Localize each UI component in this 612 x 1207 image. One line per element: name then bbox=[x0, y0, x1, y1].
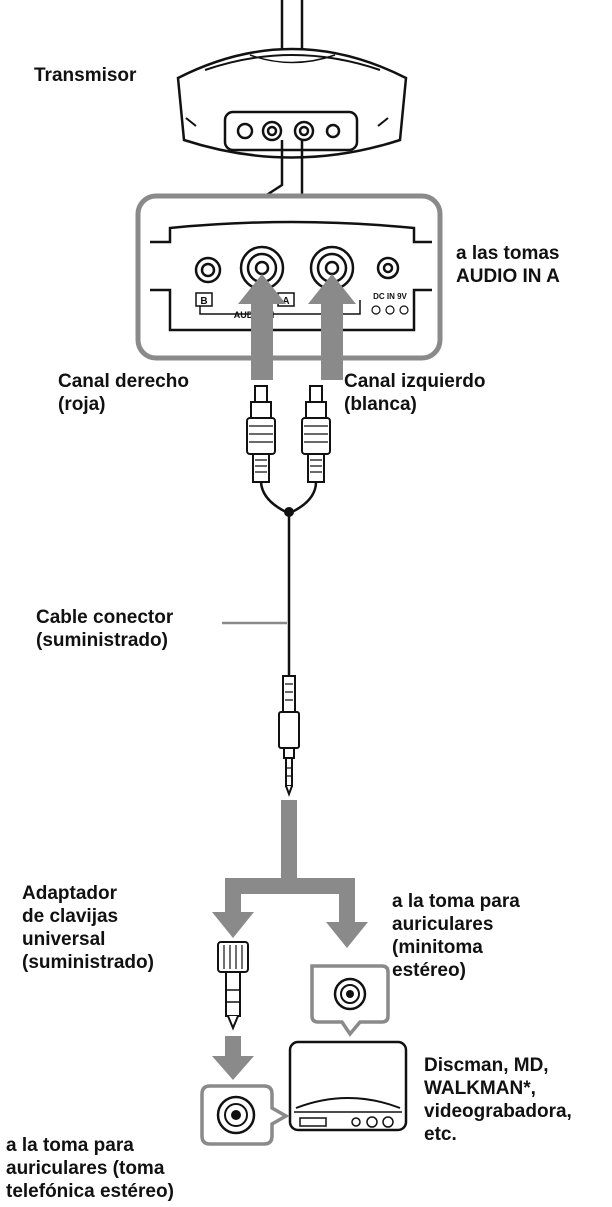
panel-mark-dc-in: DC IN 9V bbox=[373, 292, 407, 301]
transmitter-unit bbox=[176, 0, 408, 159]
rca-plug-left bbox=[301, 385, 331, 483]
universal-plug-adapter bbox=[217, 941, 249, 1031]
input-panel: B A AUDIO IN DC IN 9V bbox=[135, 193, 443, 361]
mini-jack-callout bbox=[310, 964, 390, 1037]
label-adapter: Adaptador de clavijas universal (suminis… bbox=[22, 883, 154, 973]
label-devices: Discman, MD, WALKMAN*, videograbadora, e… bbox=[424, 1055, 572, 1145]
arrow-to-audio-in-left bbox=[308, 274, 356, 380]
label-left-channel: Canal izquierdo (blanca) bbox=[344, 371, 486, 415]
panel-mark-b: B bbox=[200, 296, 207, 307]
arrow-to-phone-jack bbox=[212, 1036, 254, 1080]
arrow-to-audio-in-right bbox=[238, 274, 286, 380]
arrow-branch bbox=[212, 800, 368, 948]
rca-plug-right bbox=[246, 385, 276, 483]
portable-player bbox=[288, 1040, 408, 1132]
panel-mark-a: A bbox=[282, 296, 289, 307]
phone-jack-callout bbox=[200, 1084, 290, 1146]
label-mini-jack: a la toma para auriculares (minitoma est… bbox=[392, 891, 520, 981]
connecting-cable bbox=[259, 481, 318, 676]
cable-junction bbox=[284, 507, 294, 517]
label-transmitter: Transmisor bbox=[34, 65, 137, 86]
label-cable: Cable conector (suministrado) bbox=[36, 607, 174, 651]
label-phone-jack: a la toma para auriculares (toma telefón… bbox=[6, 1135, 174, 1202]
stereo-mini-plug bbox=[278, 675, 300, 797]
label-audio-in: a las tomas AUDIO IN A bbox=[456, 243, 560, 287]
label-right-channel: Canal derecho (roja) bbox=[58, 371, 189, 415]
